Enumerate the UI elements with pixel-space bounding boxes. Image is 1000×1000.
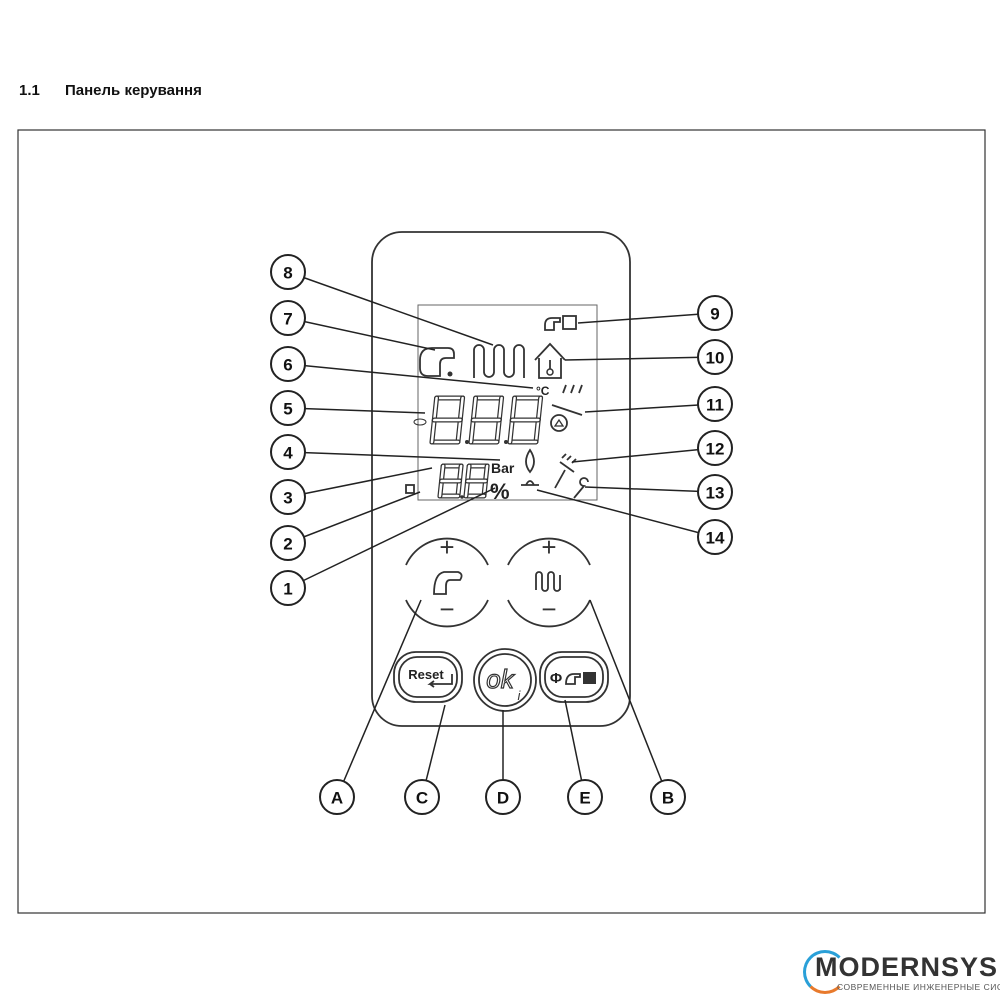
pump-flow-icon (550, 384, 583, 432)
callout-12: 12 (697, 430, 733, 466)
svg-text:11: 11 (706, 396, 724, 415)
section-heading: 1.1 Панель керування (19, 82, 202, 99)
svg-text:14: 14 (706, 529, 725, 548)
leader-line (589, 599, 669, 798)
heating-temperature-rocker-button[interactable]: + − (507, 532, 591, 628)
dhw-heating-mode-icon (544, 315, 577, 331)
logo-tagline: СОВРЕМЕННЫЕ ИНЖЕНЕРНЫЕ СИСТЕМЫ (837, 982, 1000, 992)
logo-ring-icon (803, 950, 847, 994)
hot-water-tap-icon (419, 347, 455, 377)
leader-line (287, 491, 421, 544)
callout-3: 3 (270, 479, 306, 515)
flame-burner-icon (521, 448, 539, 486)
callout-7: 7 (270, 300, 306, 336)
callout-B: B (650, 779, 686, 815)
panel-body (371, 231, 631, 727)
callout-C: C (404, 779, 440, 815)
callout-E: E (567, 779, 603, 815)
svg-text:12: 12 (706, 440, 725, 459)
callout-13: 13 (697, 474, 733, 510)
modernsys-logo: MODERNSYS СОВРЕМЕННЫЕ ИНЖЕНЕРНЫЕ СИСТЕМЫ (801, 950, 1000, 994)
radiator-icon (583, 672, 596, 684)
svg-text:6: 6 (283, 356, 292, 375)
svg-text:E: E (579, 789, 590, 808)
lcd-display (417, 304, 598, 501)
callout-4: 4 (270, 434, 306, 470)
tap-icon (565, 673, 581, 685)
callout-2: 2 (270, 525, 306, 561)
svg-text:2: 2 (283, 535, 292, 554)
ok-info-button[interactable]: ok i (473, 648, 537, 712)
bar-unit: Bar (491, 460, 515, 476)
heating-minus[interactable]: − (541, 594, 556, 624)
leader-line (287, 451, 501, 461)
callout-5: 5 (270, 390, 306, 426)
callout-8: 8 (270, 254, 306, 290)
svg-text:9: 9 (710, 305, 719, 324)
main-seven-segment-readout (413, 395, 544, 445)
secondary-seven-segment-readout (437, 463, 490, 499)
leader-line (536, 489, 716, 538)
callout-14: 14 (697, 519, 733, 555)
leader-line (287, 407, 426, 414)
callout-11: 11 (697, 386, 733, 422)
figure-frame (17, 129, 986, 914)
radiator-icon (535, 571, 561, 592)
svg-text:7: 7 (283, 310, 292, 329)
leader-line (287, 467, 433, 498)
svg-text:A: A (331, 789, 343, 808)
svg-text:C: C (416, 789, 428, 808)
callout-D: D (485, 779, 521, 815)
callout-10: 10 (697, 339, 733, 375)
leader-line (287, 487, 496, 589)
svg-text:B: B (662, 789, 674, 808)
small-indicator-icon (405, 484, 415, 494)
leader-line (584, 486, 716, 493)
leader-line (287, 317, 436, 351)
power-icon: Φ (550, 670, 562, 687)
chimney-sweep-brush-icon (554, 453, 577, 489)
svg-text:4: 4 (283, 444, 293, 463)
leader-line (287, 271, 494, 346)
reset-label: Reset (408, 667, 444, 682)
callout-9: 9 (697, 295, 733, 331)
callout-1: 1 (270, 570, 306, 606)
leader-line (287, 363, 534, 389)
leader-line (564, 356, 716, 361)
info-label: i (518, 688, 522, 703)
leader-line (571, 447, 716, 463)
radiator-heating-icon (473, 344, 525, 378)
leader-line (584, 403, 716, 413)
section-title: Панель керування (65, 82, 202, 99)
dhw-minus[interactable]: − (439, 594, 454, 624)
svg-text:5: 5 (283, 400, 292, 419)
heating-plus[interactable]: + (541, 532, 556, 562)
callout-6: 6 (270, 346, 306, 382)
percent-unit: % (490, 479, 510, 504)
leader-line (577, 312, 716, 324)
leader-line (336, 599, 422, 798)
svg-text:10: 10 (706, 349, 725, 368)
svg-text:13: 13 (706, 484, 725, 503)
section-number: 1.1 (19, 82, 40, 99)
ok-label: ok (486, 664, 515, 694)
service-wrench-icon (573, 477, 589, 499)
room-thermostat-house-icon (534, 342, 566, 379)
logo-brand: MODERNSYS (815, 952, 999, 982)
dhw-temperature-rocker-button[interactable]: + − (405, 532, 489, 628)
tap-icon (433, 571, 463, 595)
callout-A: A (319, 779, 355, 815)
svg-text:3: 3 (283, 489, 292, 508)
celsius-indicator: °C (536, 384, 550, 398)
mode-standby-button[interactable]: Φ (539, 651, 609, 703)
svg-text:1: 1 (283, 580, 292, 599)
return-arrow-icon (427, 674, 453, 688)
svg-text:8: 8 (283, 264, 292, 283)
reset-button[interactable]: Reset (393, 651, 463, 703)
svg-text:D: D (497, 789, 509, 808)
dhw-plus[interactable]: + (439, 532, 454, 562)
